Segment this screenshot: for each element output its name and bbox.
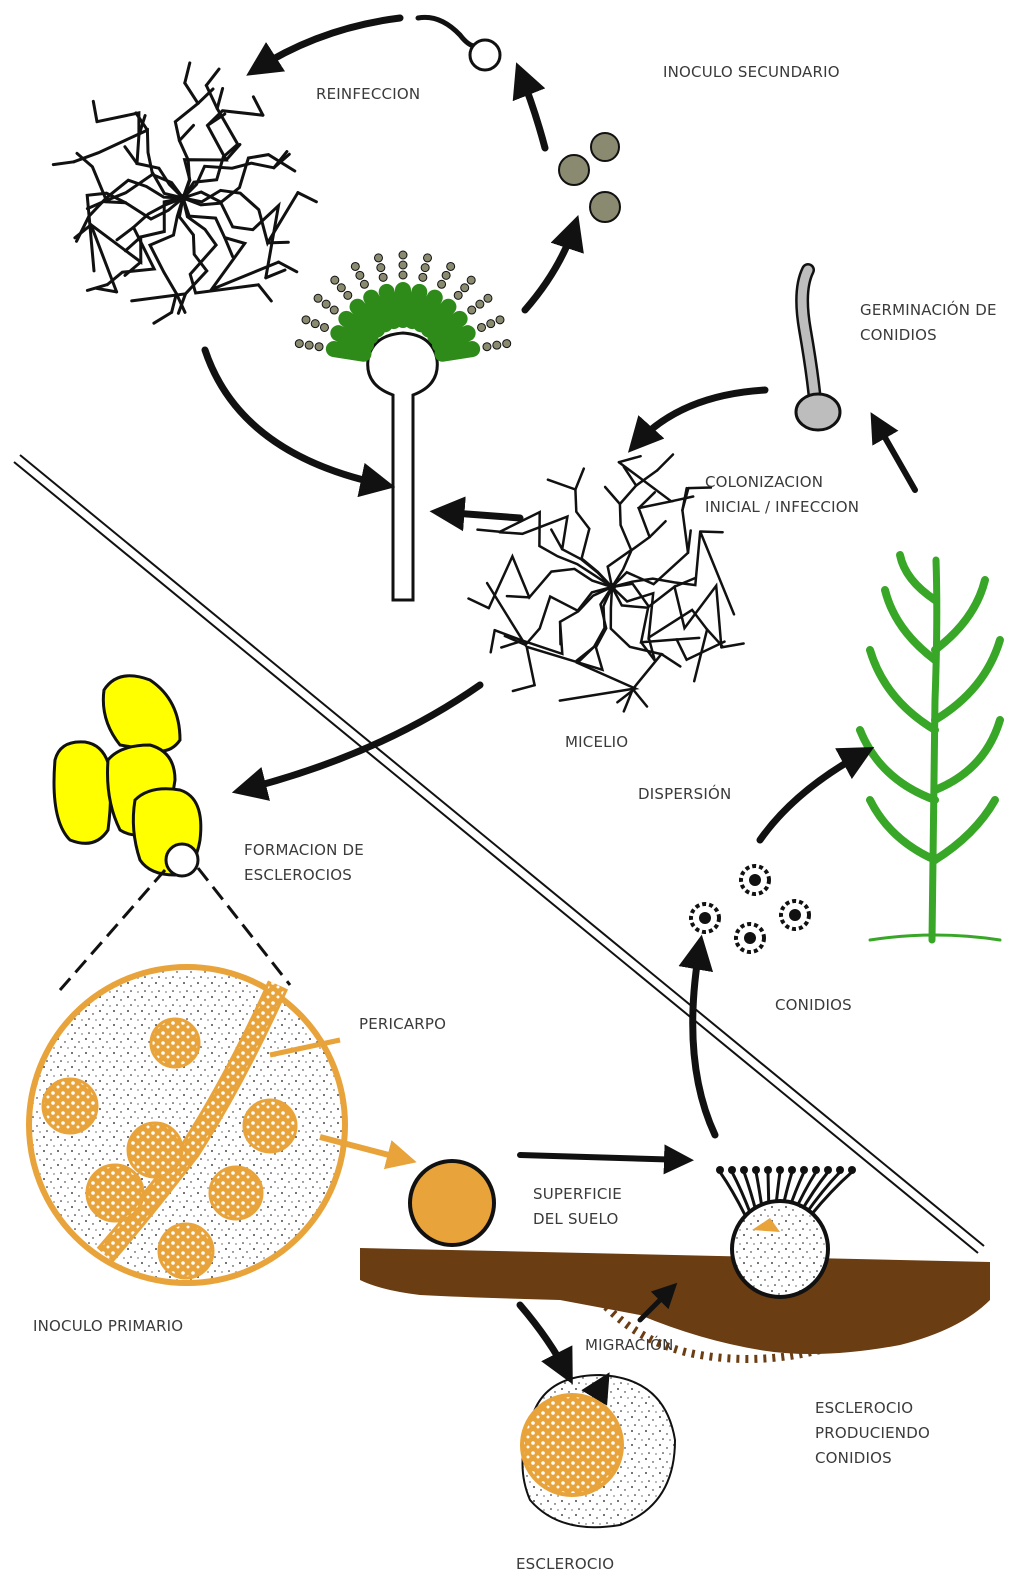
primary-inoculum-cross-section: [29, 967, 345, 1283]
infected-kernels-drawing: [54, 676, 201, 876]
label-dispersion: DISPERSIÓN: [638, 782, 731, 807]
secondary-conidia-drawing: [559, 133, 620, 222]
label-germinacion-line2: CONIDIOS: [860, 323, 997, 348]
label-colonizacion-line2: INICIAL / INFECCION: [705, 495, 859, 520]
label-conidios: CONIDIOS: [775, 993, 852, 1018]
buried-sclerotium-drawing: [522, 1375, 675, 1527]
label-pericarpo: PERICARPO: [359, 1012, 446, 1037]
label-germinacion-line1: GERMINACIÓN DE: [860, 298, 997, 323]
label-esclerocio-prod-line1: ESCLEROCIO: [815, 1396, 930, 1421]
dispersed-conidia-drawing: [691, 866, 809, 952]
label-formacion-line2: ESCLEROCIOS: [244, 863, 364, 888]
corn-plant-drawing: [860, 555, 1000, 940]
sclerotium-on-surface-drawing: [410, 1161, 494, 1245]
label-esclerocio: ESCLEROCIO: [516, 1552, 614, 1577]
mycelium-reinfection-drawing: [53, 63, 316, 323]
label-reinfeccion: REINFECCION: [316, 82, 420, 107]
label-colonizacion-line1: COLONIZACION: [705, 470, 859, 495]
label-esclerocio-prod-line3: CONIDIOS: [815, 1446, 930, 1471]
label-formacion-line1: FORMACION DE: [244, 838, 364, 863]
label-esclerocio-prod-line2: PRODUCIENDO: [815, 1421, 930, 1446]
label-inoculo-primario: INOCULO PRIMARIO: [33, 1314, 183, 1339]
mycelium-drawing: [469, 455, 744, 712]
germination-tube-drawing: [796, 270, 840, 430]
germinating-spore-top-drawing: [418, 17, 500, 70]
soil-layer-drawing: [360, 1248, 990, 1359]
label-migracion: MIGRACIÓN: [585, 1333, 674, 1358]
label-esclerocio-produciendo: ESCLEROCIO PRODUCIENDO CONIDIOS: [815, 1396, 930, 1471]
label-formacion: FORMACION DE ESCLEROCIOS: [244, 838, 364, 888]
label-superficie-line2: DEL SUELO: [533, 1207, 622, 1232]
label-colonizacion: COLONIZACION INICIAL / INFECCION: [705, 470, 859, 520]
label-superficie: SUPERFICIE DEL SUELO: [533, 1182, 622, 1232]
label-micelio: MICELIO: [565, 730, 628, 755]
conidiophore-drawing: [295, 251, 510, 600]
label-inoculo-secundario: INOCULO SECUNDARIO: [663, 60, 840, 85]
label-germinacion: GERMINACIÓN DE CONIDIOS: [860, 298, 997, 348]
label-superficie-line1: SUPERFICIE: [533, 1182, 622, 1207]
